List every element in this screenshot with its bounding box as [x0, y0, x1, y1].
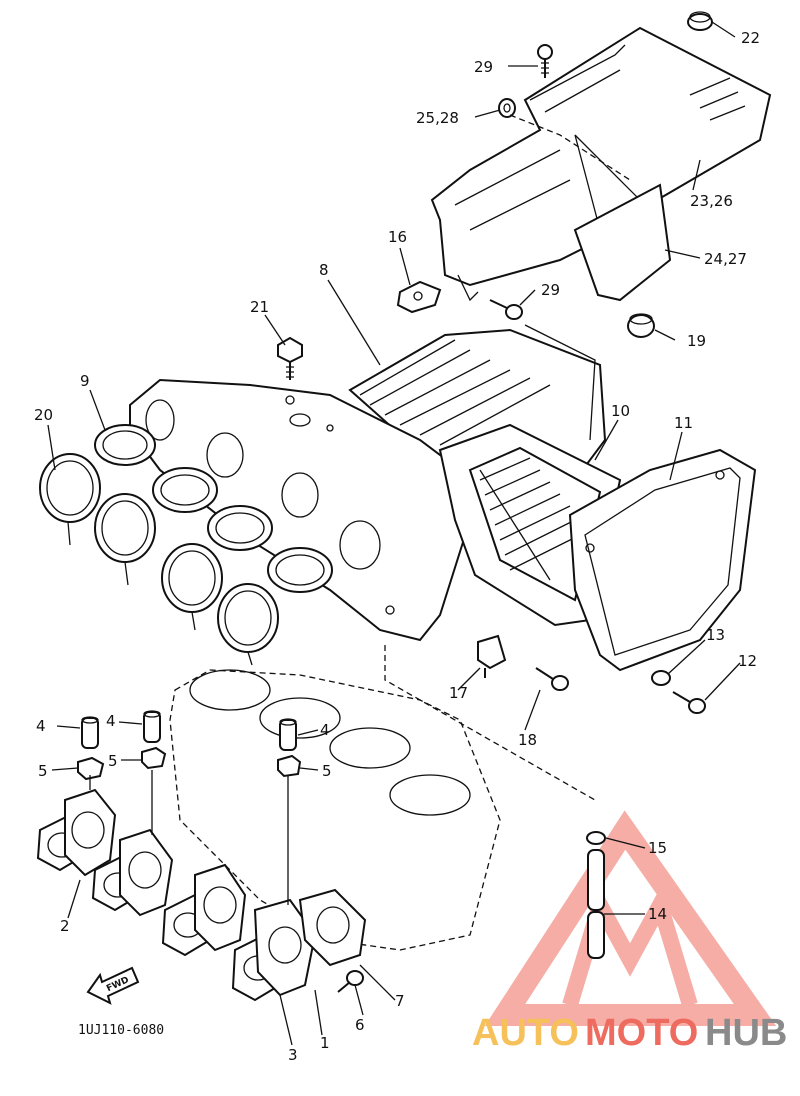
- callout-14: 14: [648, 905, 667, 923]
- callout-23-26: 23,26: [690, 192, 733, 210]
- bracket-17: [477, 634, 507, 678]
- cap-4-mid: [143, 710, 161, 743]
- screw-29-top: [537, 44, 553, 78]
- callout-2: 2: [60, 917, 70, 935]
- callout-25-28: 25,28: [416, 109, 459, 127]
- callout-6: 6: [355, 1016, 365, 1034]
- watermark-text: AUTO MOTO HUB: [472, 1012, 787, 1054]
- callout-9: 9: [80, 372, 90, 390]
- screw-29-mid: [489, 299, 523, 320]
- callout-5-left: 5: [38, 762, 48, 780]
- callout-5-right: 5: [322, 762, 332, 780]
- grommet-22: [687, 11, 713, 31]
- callout-19: 19: [687, 332, 706, 350]
- air-duct-cover: [430, 26, 772, 302]
- callout-15: 15: [648, 839, 667, 857]
- clip-5-left: [77, 756, 105, 781]
- clip-15: [586, 831, 606, 845]
- callout-17: 17: [449, 684, 468, 702]
- watermark-hub: HUB: [705, 1012, 787, 1054]
- callout-18: 18: [518, 731, 537, 749]
- callout-1: 1: [320, 1034, 330, 1052]
- clip-5-mid: [141, 746, 167, 770]
- cap-4-left: [81, 716, 99, 749]
- grommet-25-28: [498, 98, 516, 118]
- diagram-code: 1UJ110-6080: [78, 1023, 164, 1038]
- grommet-19: [627, 313, 655, 338]
- clip-5-right: [277, 754, 302, 778]
- air-box-cover-11: [568, 448, 757, 672]
- watermark-moto: MOTO: [585, 1012, 698, 1054]
- fwd-arrow-icon: FWD: [86, 966, 140, 1005]
- callout-20: 20: [34, 406, 53, 424]
- watermark-auto: AUTO: [472, 1012, 579, 1054]
- bolt-21: [277, 336, 303, 380]
- callout-4-left: 4: [36, 717, 46, 735]
- callout-29-mid: 29: [541, 281, 560, 299]
- callout-12: 12: [738, 652, 757, 670]
- callout-7: 7: [395, 992, 405, 1010]
- callout-11: 11: [674, 414, 693, 432]
- intake-joints-9: [94, 424, 333, 593]
- callout-22: 22: [741, 29, 760, 47]
- grommet-16: [396, 280, 442, 314]
- watermark-logo: [484, 810, 777, 1026]
- screw-6: [337, 970, 364, 993]
- hose-clamps-20: [39, 453, 279, 666]
- callout-24-27: 24,27: [704, 250, 747, 268]
- callout-5-mid: 5: [108, 752, 118, 770]
- dashed-guide-hose: [384, 645, 596, 801]
- screw-18: [535, 667, 569, 691]
- callout-21: 21: [250, 298, 269, 316]
- cap-4-right: [279, 718, 297, 751]
- callout-labels: 22 29 25,28 23,26 24,27 16 8 29 19 21 9 …: [34, 29, 760, 1064]
- screw-12: [672, 691, 706, 714]
- callout-8: 8: [319, 261, 329, 279]
- engine-outline-dashed: [169, 669, 501, 951]
- washer-13: [651, 670, 671, 686]
- callout-3: 3: [288, 1046, 298, 1064]
- carb-joints: [36, 770, 367, 1002]
- callout-4-mid: 4: [106, 712, 116, 730]
- callout-29-top: 29: [474, 58, 493, 76]
- callout-13: 13: [706, 626, 725, 644]
- leader-lines: [47, 21, 741, 1046]
- callout-16: 16: [388, 228, 407, 246]
- dashed-guide-duct: [509, 114, 631, 181]
- hose-14: [587, 849, 605, 959]
- callout-10: 10: [611, 402, 630, 420]
- callout-4-right: 4: [320, 721, 330, 739]
